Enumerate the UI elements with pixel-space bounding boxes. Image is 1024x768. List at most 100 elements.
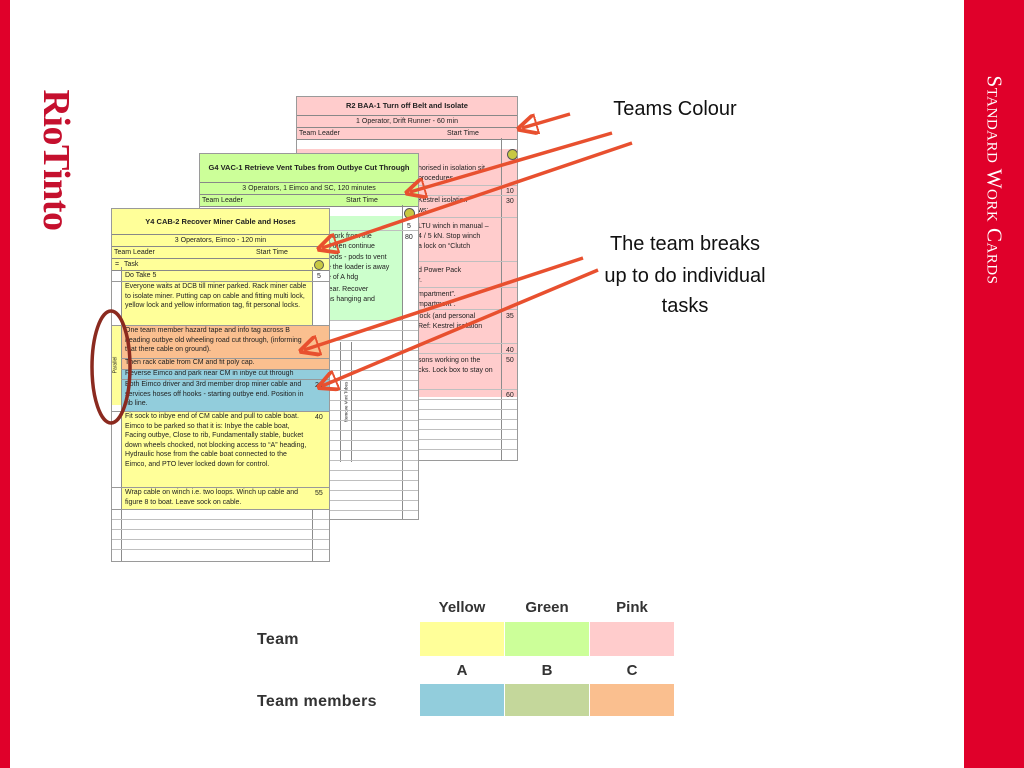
- grid-line: [320, 360, 418, 361]
- arrow-to-green-card: [410, 131, 613, 192]
- grid-line: [112, 549, 329, 550]
- fragment-text: horised in isolation sit: [418, 165, 485, 172]
- legend-col-pink: Pink: [616, 599, 648, 616]
- task-row: Fit sock to inbye end of CM cable and pu…: [122, 411, 312, 487]
- grid-line: [112, 509, 329, 510]
- step-minutes: 60: [506, 392, 514, 399]
- grid-line: [121, 379, 329, 380]
- row-color-cell: [312, 358, 329, 369]
- legend-col-yellow: Yellow: [438, 599, 486, 616]
- task-row: Both Eimco driver and 3rd member drop mi…: [122, 379, 312, 411]
- grid-line: [320, 430, 418, 431]
- task-row: Then rack cable from CM and fit poly cap…: [122, 358, 312, 369]
- step-minutes: 40: [315, 414, 323, 421]
- fragment-text: (work from the: [327, 233, 372, 240]
- task-column-header: = Task: [112, 259, 329, 271]
- grid-line: [112, 281, 329, 282]
- fragment-text: d then continue: [327, 243, 375, 250]
- legend-col-green: Green: [525, 599, 569, 616]
- callout-team-breaks-line3: tasks: [661, 295, 709, 317]
- card-title: G4 VAC-1 Retrieve Vent Tubes from Outbye…: [200, 154, 418, 183]
- fragment-text: ws:: [418, 207, 429, 214]
- legend-member-c: C: [626, 662, 638, 679]
- grid-line: [121, 369, 329, 370]
- right-title-band: [964, 0, 1024, 768]
- grid-line: [320, 490, 418, 491]
- swatch-member-a: [420, 684, 504, 716]
- parallel-highlight-circle: [90, 309, 132, 425]
- fragment-text: Kestrel isolation: [418, 197, 468, 204]
- task-row: Wrap cable on winch i.e. two loops. Winc…: [122, 487, 312, 509]
- row-color-cell: [312, 411, 329, 487]
- swatch-team-green: [505, 622, 589, 656]
- arrow-to-pink-card: [522, 112, 571, 128]
- fragment-text: LTU winch in manual –: [418, 223, 489, 230]
- grid-line: [112, 539, 329, 540]
- grid-line: [320, 370, 418, 371]
- fragment-text: oods - pods to vent: [327, 254, 387, 261]
- task-row: Reverse Eimco and park near CM in inbye …: [122, 369, 312, 379]
- team-leader-label: Team Leader: [202, 197, 243, 204]
- team-leader-label: Team Leader: [299, 130, 340, 137]
- grid-line: [112, 519, 329, 520]
- swatch-team-pink: [590, 622, 674, 656]
- grid-line: [121, 358, 329, 359]
- fragment-text: lear. Recover: [327, 286, 369, 293]
- legend-row-members: Team members: [257, 693, 377, 710]
- grid-line: [320, 320, 418, 321]
- fragment-text: Ref: Kestrel isolation: [418, 323, 483, 330]
- fragment-text: r.: [418, 277, 422, 284]
- card-subtitle: 3 Operators, 1 Eimco and SC, 120 minutes: [200, 183, 418, 195]
- work-card-yellow: Y4 CAB-2 Recover Miner Cable and Hoses 3…: [111, 208, 330, 562]
- legend-member-a: A: [456, 662, 468, 679]
- number-column-divider: [501, 138, 502, 460]
- fragment-text: procedures.: [418, 175, 455, 182]
- legend-member-b: B: [541, 662, 553, 679]
- clock-icon: [314, 260, 324, 270]
- grid-line: [320, 390, 418, 391]
- step-minutes: 5: [407, 223, 411, 230]
- fragment-text: hs hanging and: [327, 296, 375, 303]
- callout-teams-colour: Teams Colour: [613, 98, 737, 120]
- col-task-label: Task: [124, 261, 139, 268]
- grid-line: [320, 410, 418, 411]
- fragment-text: 4 / 5 kN. Stop winch: [418, 233, 481, 240]
- grid-line: [320, 400, 418, 401]
- step-minutes: 30: [506, 198, 514, 205]
- fragment-text: lock (and personal: [418, 313, 476, 320]
- step-minutes: 5: [317, 273, 321, 280]
- legend-row-team: Team: [257, 631, 299, 648]
- fragment-text: d Power Pack: [418, 267, 462, 274]
- arrow-to-task-a: [304, 256, 584, 350]
- left-red-strip: [0, 0, 10, 768]
- callout-team-breaks-line1: The team breaks: [609, 233, 761, 255]
- fragment-text: e the loader is away: [327, 264, 390, 271]
- callout-team-breaks-line2: up to do individual: [604, 265, 766, 287]
- grid-line: [320, 500, 418, 501]
- grid-line: [320, 420, 418, 421]
- grid-line: [112, 487, 329, 488]
- grid-line: [320, 460, 418, 461]
- grid-line: [320, 470, 418, 471]
- grid-line: [112, 411, 329, 412]
- vent-tubes-side-column: Remove Vent Tubes: [340, 342, 352, 462]
- grid-line: [320, 350, 418, 351]
- col-marker: =: [115, 261, 120, 268]
- card-header-row: Team Leader Start Time: [200, 195, 418, 207]
- clock-icon: [507, 149, 517, 160]
- grid-line: [320, 330, 418, 331]
- card-title: R2 BAA-1 Turn off Belt and Isolate: [297, 97, 517, 116]
- fragment-text: a lock on “Clutch: [418, 243, 471, 250]
- task-row: Do Take 5: [122, 271, 312, 281]
- grid-line: [112, 325, 329, 326]
- fragment-text: sons working on the: [418, 357, 481, 364]
- number-column-divider: [402, 205, 403, 519]
- grid-line: [320, 340, 418, 341]
- grid-line: [320, 480, 418, 481]
- card-header-row: Team Leader Start Time: [297, 128, 517, 140]
- grid-line: [112, 529, 329, 530]
- swatch-member-b: [505, 684, 589, 716]
- card-subtitle: 3 Operators, Eimco - 120 min: [112, 235, 329, 247]
- card-title: Y4 CAB-2 Recover Miner Cable and Hoses: [112, 209, 329, 235]
